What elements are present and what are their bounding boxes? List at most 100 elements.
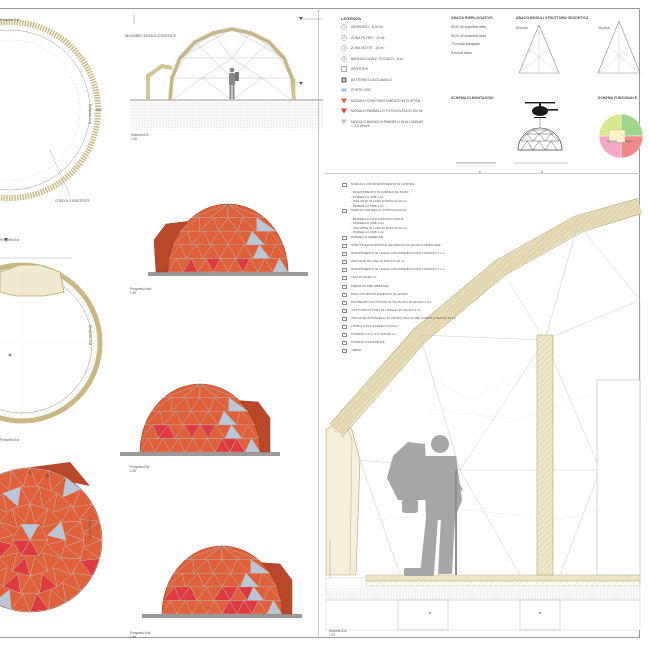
material-label: - ISOLANTE IN LANA DI ROCCIA 20 cm xyxy=(351,199,407,204)
material-item: - PANNELLO OSB 1 cm xyxy=(342,230,452,235)
roof-facet xyxy=(10,593,31,613)
material-swatch-icon xyxy=(342,260,347,265)
legend-item-label: MODULO PANNELLO FOTOVOLTAICO 200 W xyxy=(351,109,423,113)
roof-facet xyxy=(29,467,50,487)
section-annotation: INGOMBRO BAGAGLI ESISTENTE xyxy=(125,34,177,38)
legend-item-label: PORTE USB xyxy=(351,88,371,92)
photovoltaic-triangle-icon xyxy=(341,108,347,114)
legend-item-label: ZONA FILTRO - 10 m² xyxy=(351,35,385,40)
plan-top-label: Prospetto Est xyxy=(0,18,20,22)
pie-slice xyxy=(620,135,644,159)
ground-base xyxy=(120,452,280,456)
material-swatch-icon xyxy=(342,324,347,329)
plan-top-side-label: Prospetto Sud xyxy=(88,104,92,125)
vertical-divider xyxy=(318,8,319,638)
material-label: STRUTTURA PORTANTE GEODETICA IN LEGNO LA… xyxy=(351,243,441,248)
plan-view-middle xyxy=(0,238,103,424)
roof-facet xyxy=(2,486,21,507)
legend-item: MODULO BIANCO A PANNELLI IN ALLUMINIO+ 3… xyxy=(341,119,441,130)
circle-number-3-icon: 3 xyxy=(341,45,347,51)
elevation-north-scale: 1:50 xyxy=(130,291,137,295)
material-label: - PANNELLO OSB 1 cm xyxy=(351,194,385,199)
roof-facet xyxy=(29,556,49,577)
material-item: TELAIO 60x60 cm xyxy=(342,275,452,283)
material-label: - PANNELLO OSB 1 cm xyxy=(351,221,385,226)
roof-facet xyxy=(72,572,93,592)
roof-facet xyxy=(20,575,40,594)
material-label: TELAIO 60x60 cm xyxy=(351,275,377,280)
material-swatch-icon xyxy=(342,333,347,338)
plan-bottom-side-label: Prospetto Sud xyxy=(88,518,92,539)
circle-number-2-icon: 2 xyxy=(341,34,347,41)
material-label: ISOLANTE IN PANNELLI IN VETRO CELLULARE … xyxy=(351,315,456,320)
abaco-row: 8 moduli infissi xyxy=(451,50,472,55)
pie-label-bagno: Bagno xyxy=(625,140,633,143)
roof-facet xyxy=(48,589,67,610)
material-label: - PANNELLO OSB 1 cm xyxy=(351,230,385,235)
materials-legend: MODULO CON RIVESTIMENTO IN CORTEN- RIVES… xyxy=(342,182,456,356)
roof-facet xyxy=(79,558,100,577)
elevation-east-scale: 1:50 xyxy=(130,469,137,473)
hiker-silhouette-icon xyxy=(387,435,463,576)
material-label: - PANNELLO OSB 1 cm xyxy=(351,203,385,208)
circle-number-4-icon: 4 xyxy=(341,55,347,62)
roof-facet xyxy=(83,520,103,541)
material-swatch-icon xyxy=(342,276,347,281)
abaco-row: 73 moduli triangolari xyxy=(451,42,480,46)
legend-item-label: MODULO BIANCO A PANNELLI IN ALLUMINIO xyxy=(351,119,424,124)
material-item: - ISOLANTE IN LANA DI ROCCIA 20 cm xyxy=(342,199,452,204)
material-swatch-icon xyxy=(342,308,347,313)
roof-facet xyxy=(52,492,72,513)
pie-slice xyxy=(620,113,644,137)
circle-number-1-icon: 1 xyxy=(341,24,347,30)
material-item: - PANNELLO FOTOVOLTAICO 200 W xyxy=(342,217,452,222)
assembly-diagram xyxy=(456,102,568,173)
roof-facet xyxy=(0,522,14,539)
material-label: LISTELLO DI CASSERO 4x15 cm xyxy=(351,323,398,328)
material-swatch-icon xyxy=(342,209,347,214)
roof-facet xyxy=(29,593,50,613)
material-item: RIVESTIMENTO IN LEGNO CON PANNELLO MULTI… xyxy=(342,267,452,275)
material-label: PIEDISTIO PER ABBASSE xyxy=(351,283,389,288)
pie-center-room xyxy=(608,129,626,143)
person-silhouette-icon xyxy=(229,67,239,99)
dome-facet xyxy=(227,203,265,218)
roof-facet xyxy=(11,556,31,577)
plan-curb-caption: CORDOLO ESISTENTE xyxy=(55,199,90,203)
abaco-row: 56,00 m² superficie lorda xyxy=(451,33,487,38)
plan-bottom-label: Prospetto Est xyxy=(0,438,20,442)
material-swatch-icon xyxy=(342,244,347,249)
material-item: PIEDISTIO PER ABBASSE xyxy=(342,284,452,292)
roof-facet xyxy=(0,567,8,588)
roof-facet xyxy=(20,486,40,505)
corten-triangle-icon xyxy=(341,98,347,104)
roof-facet xyxy=(11,503,31,524)
material-swatch-icon xyxy=(342,341,347,346)
material-item: RIVESTIMENTO IN LEGNO CON PANNELLO MULTI… xyxy=(342,251,452,259)
material-label: PANCA DI BASTA ESTETICO IN LEGNO xyxy=(351,291,408,296)
roof-facet xyxy=(62,477,82,498)
plan-middle-side-label: Prospetto Sud xyxy=(88,325,92,346)
roof-facet xyxy=(10,467,31,487)
elevation-east xyxy=(120,383,280,456)
svg-text:4: 4 xyxy=(343,57,345,61)
material-item: LISTELLO DI CASSERO 4x15 cm xyxy=(342,324,452,332)
material-swatch-icon xyxy=(342,349,347,354)
legend-title: LEGENDA xyxy=(341,16,362,21)
roof-facet xyxy=(2,573,21,594)
material-item: ISOLANTE IN LANA DI ROCCIA 10 cm xyxy=(342,259,452,267)
svg-text:1: 1 xyxy=(343,25,345,29)
material-item: - PANNELLO OSB 1 cm xyxy=(342,204,452,209)
module-count-left: 60 pezzi xyxy=(516,26,528,30)
dome-facet xyxy=(258,572,278,588)
pie-label-ingresso: Ingresso xyxy=(607,140,617,143)
dome-facet xyxy=(199,383,237,398)
material-swatch-icon xyxy=(342,183,347,187)
material-label: MODULO CON RIVESTIMENTO IN CORTEN xyxy=(351,182,415,186)
section-top-caption: Sezione A-A xyxy=(131,133,149,137)
roof-facet xyxy=(72,488,93,508)
